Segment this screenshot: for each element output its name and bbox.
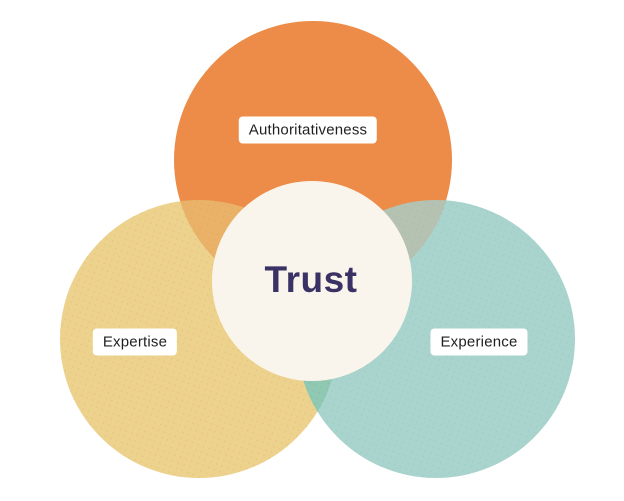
- label-authoritativeness: Authoritativeness: [238, 116, 378, 144]
- label-experience: Experience: [430, 328, 528, 356]
- label-expertise: Expertise: [92, 328, 178, 356]
- label-trust: Trust: [264, 259, 358, 300]
- circle-trust: [212, 181, 412, 381]
